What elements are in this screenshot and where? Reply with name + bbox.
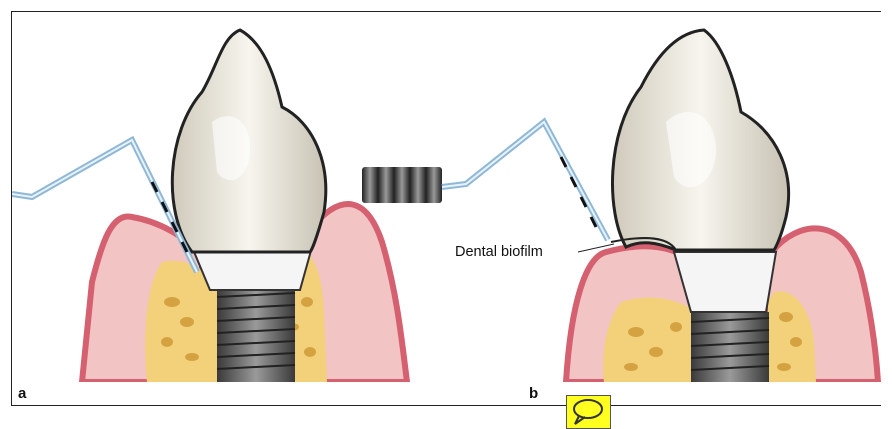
panel-b-label: b [529, 385, 538, 402]
panel-a-illustration [12, 12, 412, 382]
comment-button[interactable] [566, 395, 611, 429]
panel-b-illustration [356, 12, 886, 382]
panel-a-label: a [18, 385, 26, 402]
dental-biofilm-label: Dental biofilm [455, 244, 543, 260]
speech-bubble-icon [567, 396, 610, 428]
